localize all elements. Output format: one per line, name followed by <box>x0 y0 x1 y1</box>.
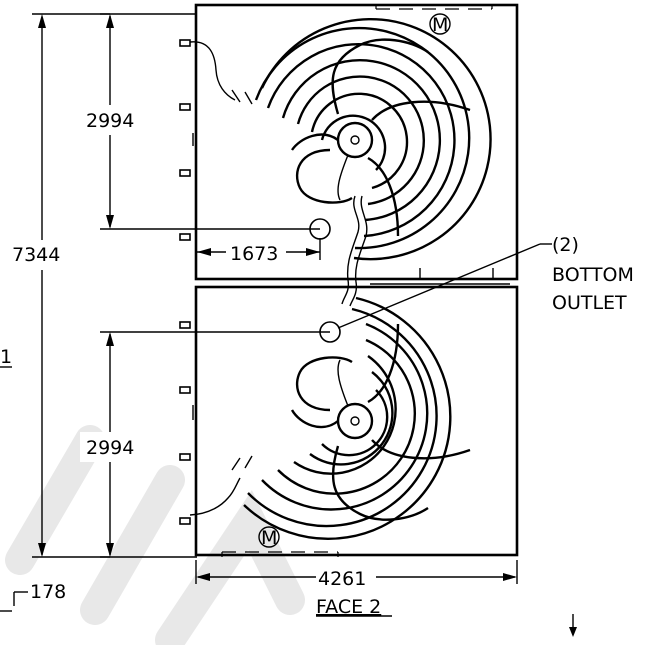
outlet-count: (2) <box>552 234 579 256</box>
lower-coil <box>231 296 471 541</box>
upper-motor-label: M <box>432 14 448 36</box>
watermark <box>5 425 305 645</box>
lower-lug <box>179 321 191 329</box>
upper-access-panel <box>375 4 493 10</box>
dim-upper-offset: 2994 <box>80 13 320 230</box>
lower-lug <box>179 453 191 461</box>
upper-inlet-pipe <box>189 41 236 101</box>
upper-lug <box>179 39 191 47</box>
lower-motor-label: M <box>261 527 277 549</box>
lower-lug <box>179 517 191 525</box>
upper-motor-mark <box>429 13 451 35</box>
lower-lug <box>179 386 191 394</box>
lower-enclosure <box>194 285 519 557</box>
outlet-label-line1: BOTTOM <box>552 264 634 286</box>
outlet-label-line2: OUTLET <box>552 292 627 314</box>
overall-height-value: 7344 <box>12 244 60 266</box>
upper-lug <box>179 233 191 241</box>
horizontal-offset-value: 1673 <box>230 243 278 265</box>
bottom-offset-value: 178 <box>30 581 66 603</box>
dim-lower-offset: 2994 <box>80 331 330 558</box>
outlet-callout: (2) BOTTOM OUTLET <box>337 234 634 329</box>
upper-coil <box>231 17 492 261</box>
lower-inlet-pipe <box>189 477 241 516</box>
left-edge-fragment: 1 <box>0 346 12 368</box>
interconnect-pipe <box>349 195 368 307</box>
lower-offset-value: 2994 <box>86 437 134 459</box>
upper-offset-value: 2994 <box>86 110 134 132</box>
dim-horizontal-offset: 1673 <box>196 238 321 266</box>
dim-bottom-offset: 178 <box>0 581 66 612</box>
dim-width: 4261 <box>195 560 518 591</box>
face-title: FACE 2 <box>316 596 381 618</box>
lower-unit: M <box>179 285 519 557</box>
upper-lug <box>179 103 191 111</box>
upper-unit: M <box>179 3 519 285</box>
width-value: 4261 <box>318 568 366 590</box>
upper-enclosure <box>194 3 519 281</box>
lower-motor-mark <box>258 526 280 548</box>
lower-access-panel <box>221 551 339 557</box>
interconnect-pipe <box>341 195 360 305</box>
dim-overall-height: 7344 <box>10 13 197 558</box>
upper-lug <box>179 169 191 177</box>
down-arrow <box>569 614 577 637</box>
